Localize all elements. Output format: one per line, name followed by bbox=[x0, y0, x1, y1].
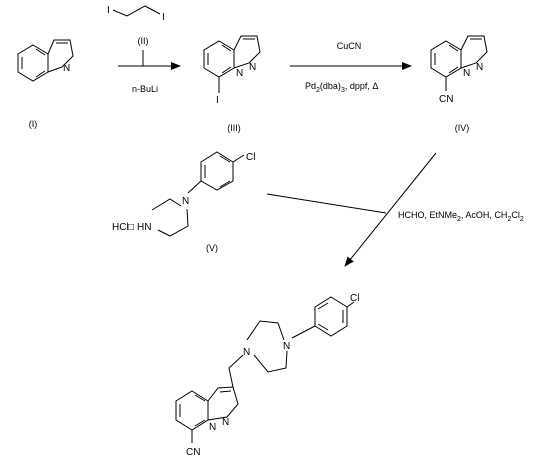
step2-conditions: Pd2(dba)3, dppf, Δ bbox=[305, 81, 378, 94]
compound-v-bullet: □ bbox=[128, 222, 134, 233]
compound-v-label: (V) bbox=[206, 243, 218, 253]
compound-v-cl: Cl bbox=[246, 152, 255, 163]
compound-iv-n1: N bbox=[463, 68, 470, 79]
step3-arrow bbox=[344, 152, 437, 267]
step3-conditions: HCHO, EtNMe2, AcOH, CH2Cl2 bbox=[398, 210, 524, 223]
product-n-bridge: N bbox=[209, 422, 216, 433]
compound-iii-label: (III) bbox=[227, 123, 241, 133]
diiodoethane-i2: I bbox=[162, 12, 165, 23]
step3-merge-line bbox=[266, 193, 387, 214]
compound-v-hcl: HCl bbox=[112, 222, 129, 233]
reagent-ii-structure: I I bbox=[107, 5, 165, 23]
compound-iii-n2: N bbox=[249, 62, 256, 73]
compound-iv-cn: CN bbox=[439, 94, 453, 105]
product-structure: Cl N N N N CN bbox=[175, 293, 359, 458]
step1-reagent-ii: (II) bbox=[138, 36, 149, 46]
product-n-aryl: N bbox=[283, 341, 290, 352]
product-n-alkyl: N bbox=[243, 347, 250, 358]
product-cl: Cl bbox=[350, 293, 359, 304]
diiodoethane-i1: I bbox=[107, 5, 110, 16]
product-n-pyrazole: N bbox=[222, 417, 229, 428]
compound-iii-structure: N N I bbox=[203, 35, 261, 106]
compound-v-n: N bbox=[182, 196, 189, 207]
step1-reagent-nbuli: n-BuLi bbox=[132, 84, 158, 94]
compound-iv-structure: N N CN bbox=[430, 35, 488, 105]
compound-iv-label: (IV) bbox=[455, 123, 470, 133]
compound-i-n-atom: N bbox=[63, 63, 70, 74]
compound-iv-n2: N bbox=[476, 62, 483, 73]
compound-i-label: (I) bbox=[29, 119, 38, 129]
compound-v-hn: HN bbox=[137, 222, 151, 233]
compound-i-structure: N bbox=[17, 39, 74, 82]
compound-iii-n1: N bbox=[236, 68, 243, 79]
product-cn: CN bbox=[186, 447, 200, 458]
compound-v-structure: Cl N HCl □ HN bbox=[112, 151, 255, 237]
compound-iii-iodine: I bbox=[216, 95, 219, 106]
step2-reagent-cucn: CuCN bbox=[337, 41, 362, 51]
